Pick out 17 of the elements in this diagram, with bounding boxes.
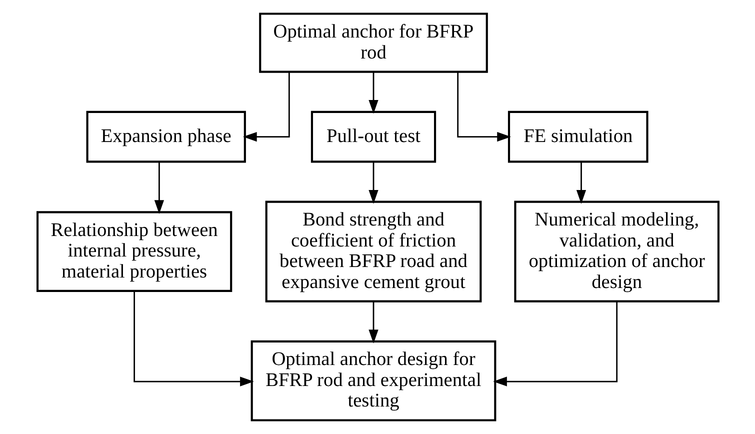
arrow [368, 72, 378, 114]
node-box: Pull-out test [310, 110, 436, 163]
arrow [133, 291, 254, 386]
node-box: Numerical modeling, validation, and optimization of anchor design [514, 200, 719, 302]
arrow [456, 72, 510, 142]
arrow [576, 162, 586, 204]
node-box: Bond strength and coefficient of friction between BFRP road and expansive cement grout [264, 200, 482, 302]
node-box: Expansion phase [86, 110, 246, 163]
arrow [368, 162, 378, 204]
arrow [154, 162, 164, 214]
arrow [242, 72, 290, 142]
node-box: Relationship between internal pressure, material properties [36, 211, 232, 292]
node-box: Optimal anchor design for BFRP rod and experimental testing [250, 340, 496, 422]
arrow [492, 301, 618, 386]
node-box: Optimal anchor for BFRP rod [258, 12, 488, 73]
arrow [368, 302, 378, 344]
node-box: FE simulation [507, 110, 648, 163]
